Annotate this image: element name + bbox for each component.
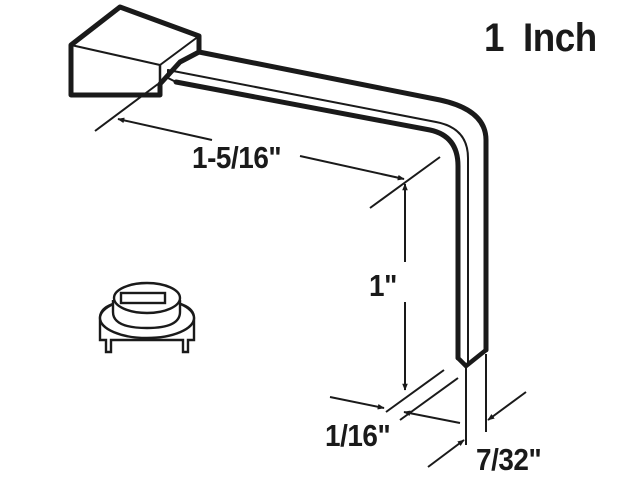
round-cap-with-slot — [98, 281, 196, 354]
l-shaped-bracket-arm — [167, 49, 489, 369]
dimension-lines — [94, 83, 527, 468]
length-dimension-label: 1-5/16" — [192, 140, 282, 175]
width-dimension-label: 7/32" — [476, 442, 542, 477]
height-dimension-label: 1" — [369, 268, 397, 303]
thickness-dimension-label: 1/16" — [325, 418, 391, 453]
size-title: 1 Inch — [484, 16, 597, 60]
